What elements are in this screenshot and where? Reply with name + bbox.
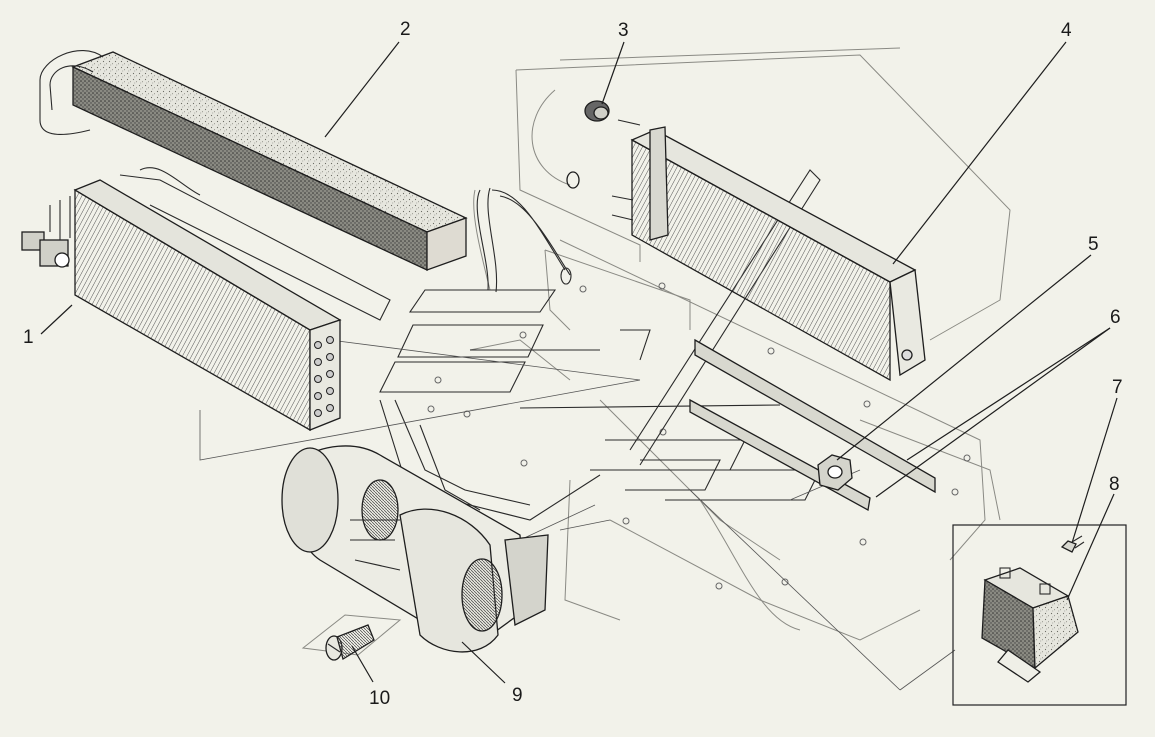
callout-5: 5 [1088, 234, 1099, 255]
heater-core [611, 119, 926, 382]
callout-10: 10 [369, 688, 391, 709]
callout-8: 8 [1109, 474, 1120, 495]
assembly-lines [199, 339, 956, 691]
drain-tube [476, 187, 572, 293]
evaporator-coil [21, 50, 391, 432]
callout-9: 9 [512, 685, 523, 706]
grommet [566, 100, 610, 189]
bolt-7 [1060, 535, 1085, 553]
callout-3: 3 [618, 20, 629, 41]
callout-6: 6 [1110, 307, 1121, 328]
inset-detail-box [952, 524, 1127, 706]
blower-motor [281, 445, 549, 653]
callout-4: 4 [1061, 20, 1072, 41]
housing-outline [469, 47, 1011, 641]
foam-pad [71, 51, 468, 272]
callout-7: 7 [1112, 377, 1123, 398]
relay-8 [981, 567, 1079, 683]
callout-2: 2 [400, 19, 411, 40]
housing-holes [427, 282, 971, 590]
hex-nut [817, 454, 853, 491]
screw-10 [301, 614, 402, 661]
callout-1: 1 [23, 327, 34, 348]
leader-lines [40, 41, 1118, 684]
